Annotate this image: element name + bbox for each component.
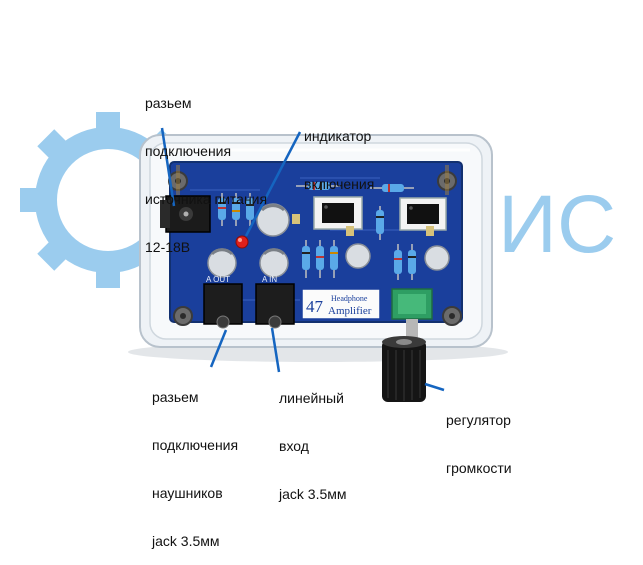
board-badge: 47 Headphone Amplifier bbox=[301, 288, 381, 320]
label-line: вход bbox=[279, 438, 309, 454]
opamp-chip bbox=[313, 196, 363, 230]
product-photo: ИС bbox=[20, 112, 616, 402]
in-silkscreen: A IN bbox=[262, 275, 277, 284]
badge-title-top: Headphone bbox=[331, 294, 368, 303]
out-silkscreen: A OUT bbox=[206, 275, 230, 284]
electrolytic-capacitor bbox=[345, 243, 371, 269]
watermark-text: ИС bbox=[498, 179, 616, 270]
power-jack bbox=[160, 195, 211, 233]
mounting-screw bbox=[437, 165, 457, 195]
badge-number: 47 bbox=[306, 297, 324, 316]
resistor bbox=[370, 184, 414, 192]
ceramic-capacitor bbox=[426, 226, 434, 236]
callout-pointers bbox=[160, 127, 445, 392]
mounting-screw bbox=[173, 306, 193, 326]
pointer-led bbox=[244, 131, 302, 237]
electrolytic-capacitor bbox=[256, 203, 290, 237]
line-input-jack: A IN bbox=[255, 275, 295, 329]
label-line: jack 3.5мм bbox=[279, 486, 347, 502]
electrolytic-capacitor bbox=[424, 245, 450, 271]
ceramic-capacitor bbox=[292, 214, 300, 224]
resistor bbox=[232, 193, 240, 226]
resistor bbox=[394, 244, 402, 280]
label-line: подключения bbox=[145, 143, 232, 159]
label-line: наушников bbox=[152, 485, 223, 501]
label-line: jack 3.5мм bbox=[152, 533, 220, 549]
label-line: разьем bbox=[152, 389, 199, 405]
label-line: 12-18В bbox=[145, 239, 191, 255]
volume-potentiometer bbox=[391, 288, 433, 341]
label-line: включения bbox=[304, 176, 375, 192]
label-headphone-jack: разьем подключения наушников jack 3.5мм bbox=[152, 357, 238, 565]
label-line: источника питания bbox=[145, 191, 268, 207]
ceramic-capacitor bbox=[346, 226, 354, 236]
label-line-input: линейный вход jack 3.5мм bbox=[279, 358, 347, 518]
resistor bbox=[376, 206, 384, 240]
resistor bbox=[296, 182, 340, 190]
pcb-board bbox=[169, 161, 463, 323]
resistor bbox=[302, 240, 310, 278]
headphone-output-jack: A OUT bbox=[203, 275, 243, 329]
mounting-screw bbox=[168, 165, 188, 195]
label-power-connector: разьем подключения источника питания 12-… bbox=[145, 63, 267, 271]
mounting-screw bbox=[442, 306, 462, 326]
opamp-chip bbox=[399, 197, 447, 231]
pointer-headphone bbox=[209, 329, 228, 368]
label-volume-control: регулятор громкости bbox=[446, 380, 512, 492]
electrolytic-capacitor bbox=[207, 248, 237, 278]
label-line: подключения bbox=[152, 437, 239, 453]
badge-title-bottom: Amplifier bbox=[328, 305, 372, 317]
pointer-power bbox=[160, 127, 176, 207]
resistor bbox=[316, 240, 324, 278]
label-line: индикатор bbox=[304, 128, 372, 144]
resistor bbox=[246, 193, 254, 226]
pointer-line-in bbox=[270, 327, 281, 373]
label-line: разьем bbox=[145, 95, 192, 111]
power-led bbox=[235, 235, 249, 249]
resistor bbox=[330, 240, 338, 278]
label-power-led: индикатор включения bbox=[304, 96, 374, 208]
volume-knob bbox=[382, 336, 426, 402]
resistor bbox=[218, 193, 226, 226]
label-line: регулятор bbox=[446, 412, 511, 428]
resistor bbox=[408, 244, 416, 280]
electrolytic-capacitor bbox=[259, 248, 289, 278]
label-line: громкости bbox=[446, 460, 512, 476]
label-line: линейный bbox=[279, 390, 344, 406]
pointer-volume bbox=[424, 382, 445, 392]
